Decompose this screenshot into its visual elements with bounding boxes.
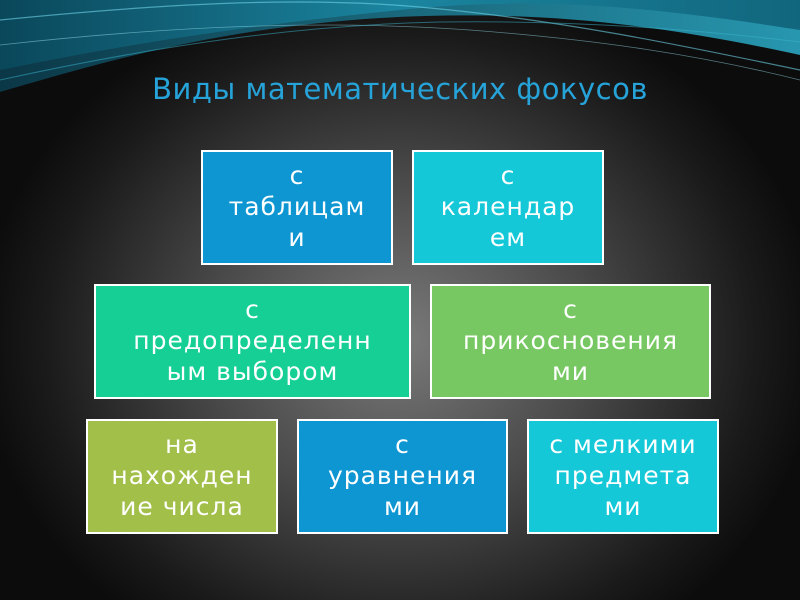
category-box-label: с прикосновения ми [463, 295, 678, 386]
category-box-touches: с прикосновения ми [430, 284, 711, 399]
category-box-calendar: с календар ем [412, 150, 604, 265]
category-box-label: с предопределенн ым выбором [133, 295, 372, 386]
slide-title: Виды математических фокусов [152, 72, 648, 106]
category-box-predetermined-choice: с предопределенн ым выбором [94, 284, 411, 399]
category-box-small-objects: с мелкими предмета ми [527, 419, 719, 534]
category-box-label: на нахожден ие числа [111, 430, 253, 521]
category-box-label: с календар ем [440, 161, 576, 252]
category-box-label: с уравнения ми [327, 430, 478, 521]
category-box-finding-number: на нахожден ие числа [86, 419, 278, 534]
category-box-tables: с таблицам и [201, 150, 393, 265]
category-box-label: с мелкими предмета ми [549, 430, 697, 521]
category-box-equations: с уравнения ми [297, 419, 508, 534]
decorative-wave-header [0, 0, 800, 92]
category-box-label: с таблицам и [228, 161, 366, 252]
